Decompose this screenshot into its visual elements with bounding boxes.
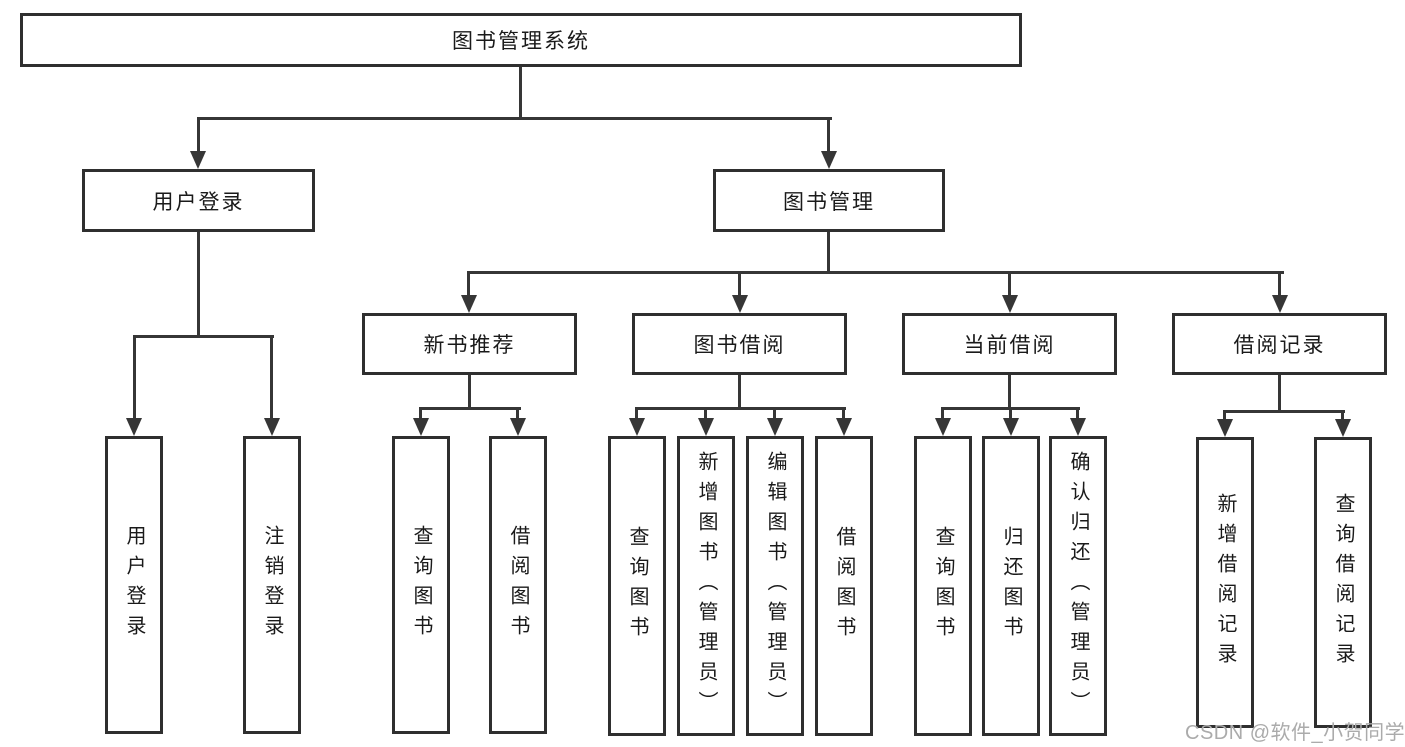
connector-line [133, 335, 274, 338]
node-book-borrow: 图书借阅 [632, 313, 847, 375]
connector-line [467, 271, 470, 297]
leaf-add-borrow-record: 新增借阅记录 [1196, 437, 1254, 728]
connector-line [197, 117, 200, 153]
arrow-down-icon [264, 418, 280, 436]
node-user-login-label: 用户登录 [152, 190, 245, 214]
leaf-add-book-admin: 新增图书（管理员） [677, 436, 735, 736]
connector-line [419, 407, 422, 420]
arrow-down-icon [190, 151, 206, 169]
connector-line [827, 232, 830, 273]
leaf-confirm-return-admin-label: 确认归还（管理员） [1067, 451, 1089, 721]
leaf-query-book-label: 查询图书 [932, 526, 954, 646]
leaf-confirm-return-admin: 确认归还（管理员） [1049, 436, 1107, 736]
leaf-query-book: 查询图书 [608, 436, 666, 736]
arrow-down-icon [413, 418, 429, 436]
connector-line [738, 271, 741, 297]
connector-line [197, 117, 832, 120]
node-root-label: 图书管理系统 [452, 30, 590, 53]
leaf-logout-label: 注销登录 [261, 525, 283, 645]
arrow-down-icon [510, 418, 526, 436]
node-book-management: 图书管理 [713, 169, 945, 232]
node-book-borrow-label: 图书借阅 [693, 334, 786, 357]
leaf-return-book-label: 归还图书 [1000, 526, 1022, 646]
arrow-down-icon [767, 418, 783, 436]
leaf-edit-book-admin-label: 编辑图书（管理员） [764, 451, 786, 721]
node-current-borrow-label: 当前借阅 [963, 334, 1056, 357]
connector-line [419, 407, 521, 410]
arrow-down-icon [698, 418, 714, 436]
connector-line [467, 271, 1284, 274]
leaf-query-book-label: 查询图书 [410, 525, 432, 645]
arrow-down-icon [1335, 419, 1351, 437]
connector-line [516, 407, 519, 420]
node-new-book-recommend: 新书推荐 [362, 313, 577, 375]
leaf-user-login-label: 用户登录 [123, 525, 145, 645]
connector-line [704, 407, 707, 420]
node-new-book-recommend-label: 新书推荐 [423, 334, 516, 357]
arrow-down-icon [732, 295, 748, 313]
connector-line [468, 375, 471, 410]
connector-line [1223, 410, 1345, 413]
connector-line [270, 335, 273, 420]
connector-line [635, 407, 638, 420]
leaf-add-borrow-record-label: 新增借阅记录 [1214, 492, 1236, 673]
connector-line [1223, 410, 1226, 421]
connector-line [1008, 271, 1011, 297]
arrow-down-icon [836, 418, 852, 436]
leaf-borrow-book-label: 借阅图书 [833, 526, 855, 646]
arrow-down-icon [1070, 418, 1086, 436]
arrow-down-icon [126, 418, 142, 436]
connector-line [1008, 375, 1011, 410]
connector-line [738, 375, 741, 410]
leaf-query-book: 查询图书 [914, 436, 972, 736]
leaf-query-book: 查询图书 [392, 436, 450, 734]
node-book-management-label: 图书管理 [783, 190, 875, 214]
connector-line [827, 117, 830, 153]
node-user-login: 用户登录 [82, 169, 315, 232]
connector-line [773, 407, 776, 420]
node-root: 图书管理系统 [20, 13, 1022, 67]
arrow-down-icon [1003, 418, 1019, 436]
leaf-edit-book-admin: 编辑图书（管理员） [746, 436, 804, 736]
connector-line [1341, 410, 1344, 421]
leaf-query-book-label: 查询图书 [626, 526, 648, 646]
connector-line [1278, 375, 1281, 413]
connector-line [197, 232, 200, 337]
leaf-return-book: 归还图书 [982, 436, 1040, 736]
arrow-down-icon [821, 151, 837, 169]
leaf-query-borrow-record-label: 查询借阅记录 [1332, 492, 1354, 673]
connector-line [941, 407, 944, 420]
arrow-down-icon [629, 418, 645, 436]
arrow-down-icon [935, 418, 951, 436]
csdn-watermark: CSDN @软件_小贺同学 [1185, 722, 1405, 744]
leaf-query-borrow-record: 查询借阅记录 [1314, 437, 1372, 728]
connector-line [1076, 407, 1079, 420]
leaf-add-book-admin-label: 新增图书（管理员） [695, 451, 717, 721]
leaf-borrow-book: 借阅图书 [815, 436, 873, 736]
connector-line [635, 407, 846, 410]
arrow-down-icon [461, 295, 477, 313]
leaf-user-login: 用户登录 [105, 436, 163, 734]
connector-line [133, 335, 136, 420]
connector-line [519, 67, 522, 120]
connector-line [1009, 407, 1012, 420]
arrow-down-icon [1272, 295, 1288, 313]
leaf-borrow-book: 借阅图书 [489, 436, 547, 734]
leaf-logout: 注销登录 [243, 436, 301, 734]
node-borrow-record: 借阅记录 [1172, 313, 1387, 375]
arrow-down-icon [1002, 295, 1018, 313]
node-current-borrow: 当前借阅 [902, 313, 1117, 375]
arrow-down-icon [1217, 419, 1233, 437]
leaf-borrow-book-label: 借阅图书 [507, 525, 529, 645]
node-borrow-record-label: 借阅记录 [1233, 334, 1326, 357]
connector-line [1278, 271, 1281, 297]
connector-line [842, 407, 845, 420]
